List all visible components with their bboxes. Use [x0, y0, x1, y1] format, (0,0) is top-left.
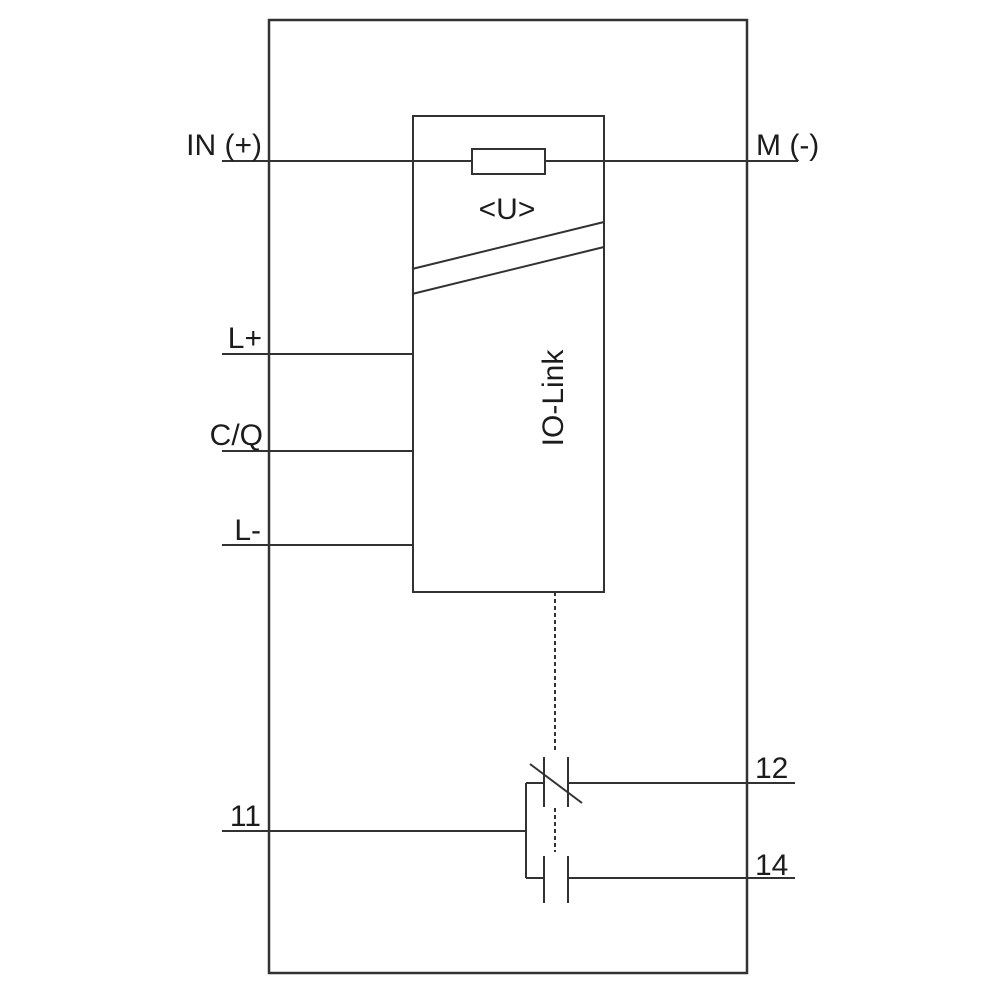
device-outline	[267, 18, 749, 975]
terminal-label-c-q: C/Q	[210, 419, 263, 452]
block-label-voltage-monitor: <U>	[479, 193, 536, 226]
terminal-label-m-minus: M (-)	[756, 129, 819, 162]
electronics-block	[412, 115, 605, 593]
terminal-label-14: 14	[755, 849, 788, 882]
block-label-io-link: IO-Link	[537, 349, 570, 447]
terminal-label-12: 12	[755, 752, 788, 785]
terminal-label-l-minus: L-	[234, 514, 261, 547]
terminal-label-in-plus: IN (+)	[186, 129, 262, 162]
isolation-slash-lower	[411, 246, 605, 295]
nc-contact-slash	[529, 763, 583, 804]
terminal-label-11: 11	[230, 800, 261, 833]
terminal-label-l-plus: L+	[228, 322, 262, 355]
resistor-symbol	[471, 148, 546, 175]
isolation-slash-upper	[411, 221, 605, 270]
